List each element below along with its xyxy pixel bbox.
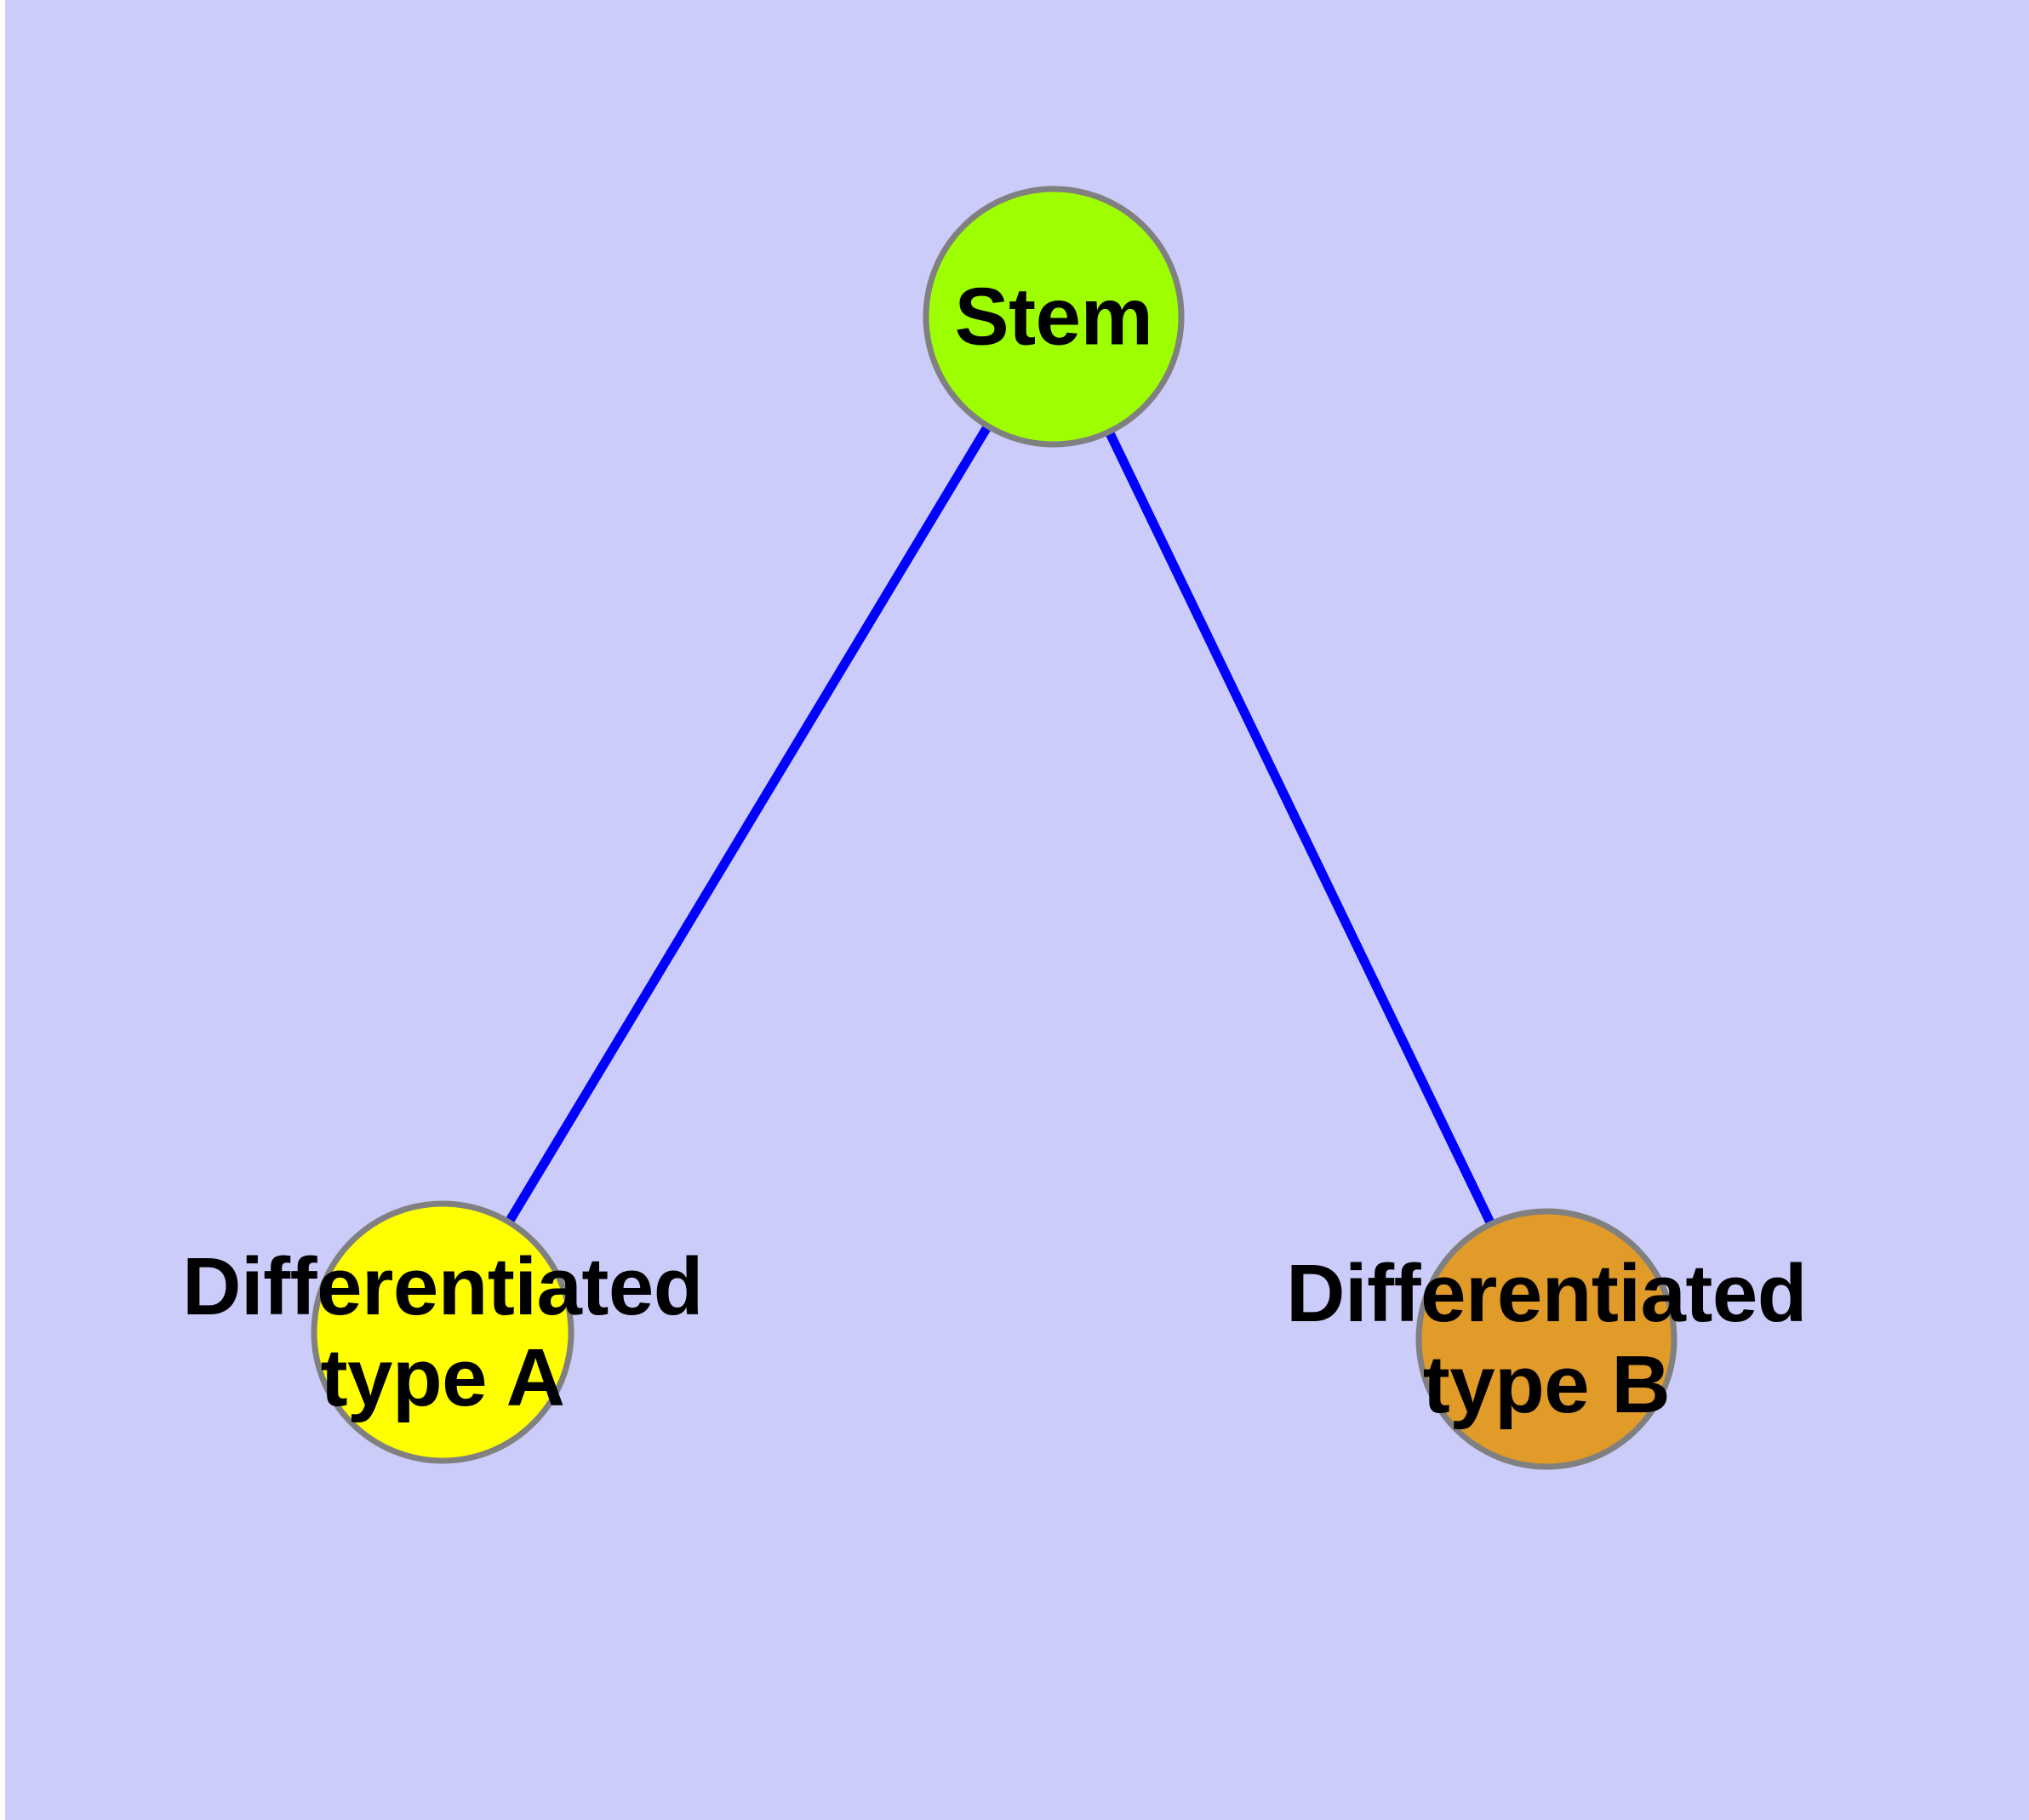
node-stem[interactable]	[923, 186, 1185, 448]
edge-layer	[506, 425, 1495, 1225]
node-differentiated-type-b[interactable]	[1415, 1208, 1677, 1470]
edge-stem-to-differentiated-type-a[interactable]	[506, 425, 992, 1223]
edge-stem-to-differentiated-type-b[interactable]	[1106, 431, 1495, 1225]
node-layer	[311, 186, 1677, 1470]
node-differentiated-type-a[interactable]	[311, 1200, 574, 1464]
